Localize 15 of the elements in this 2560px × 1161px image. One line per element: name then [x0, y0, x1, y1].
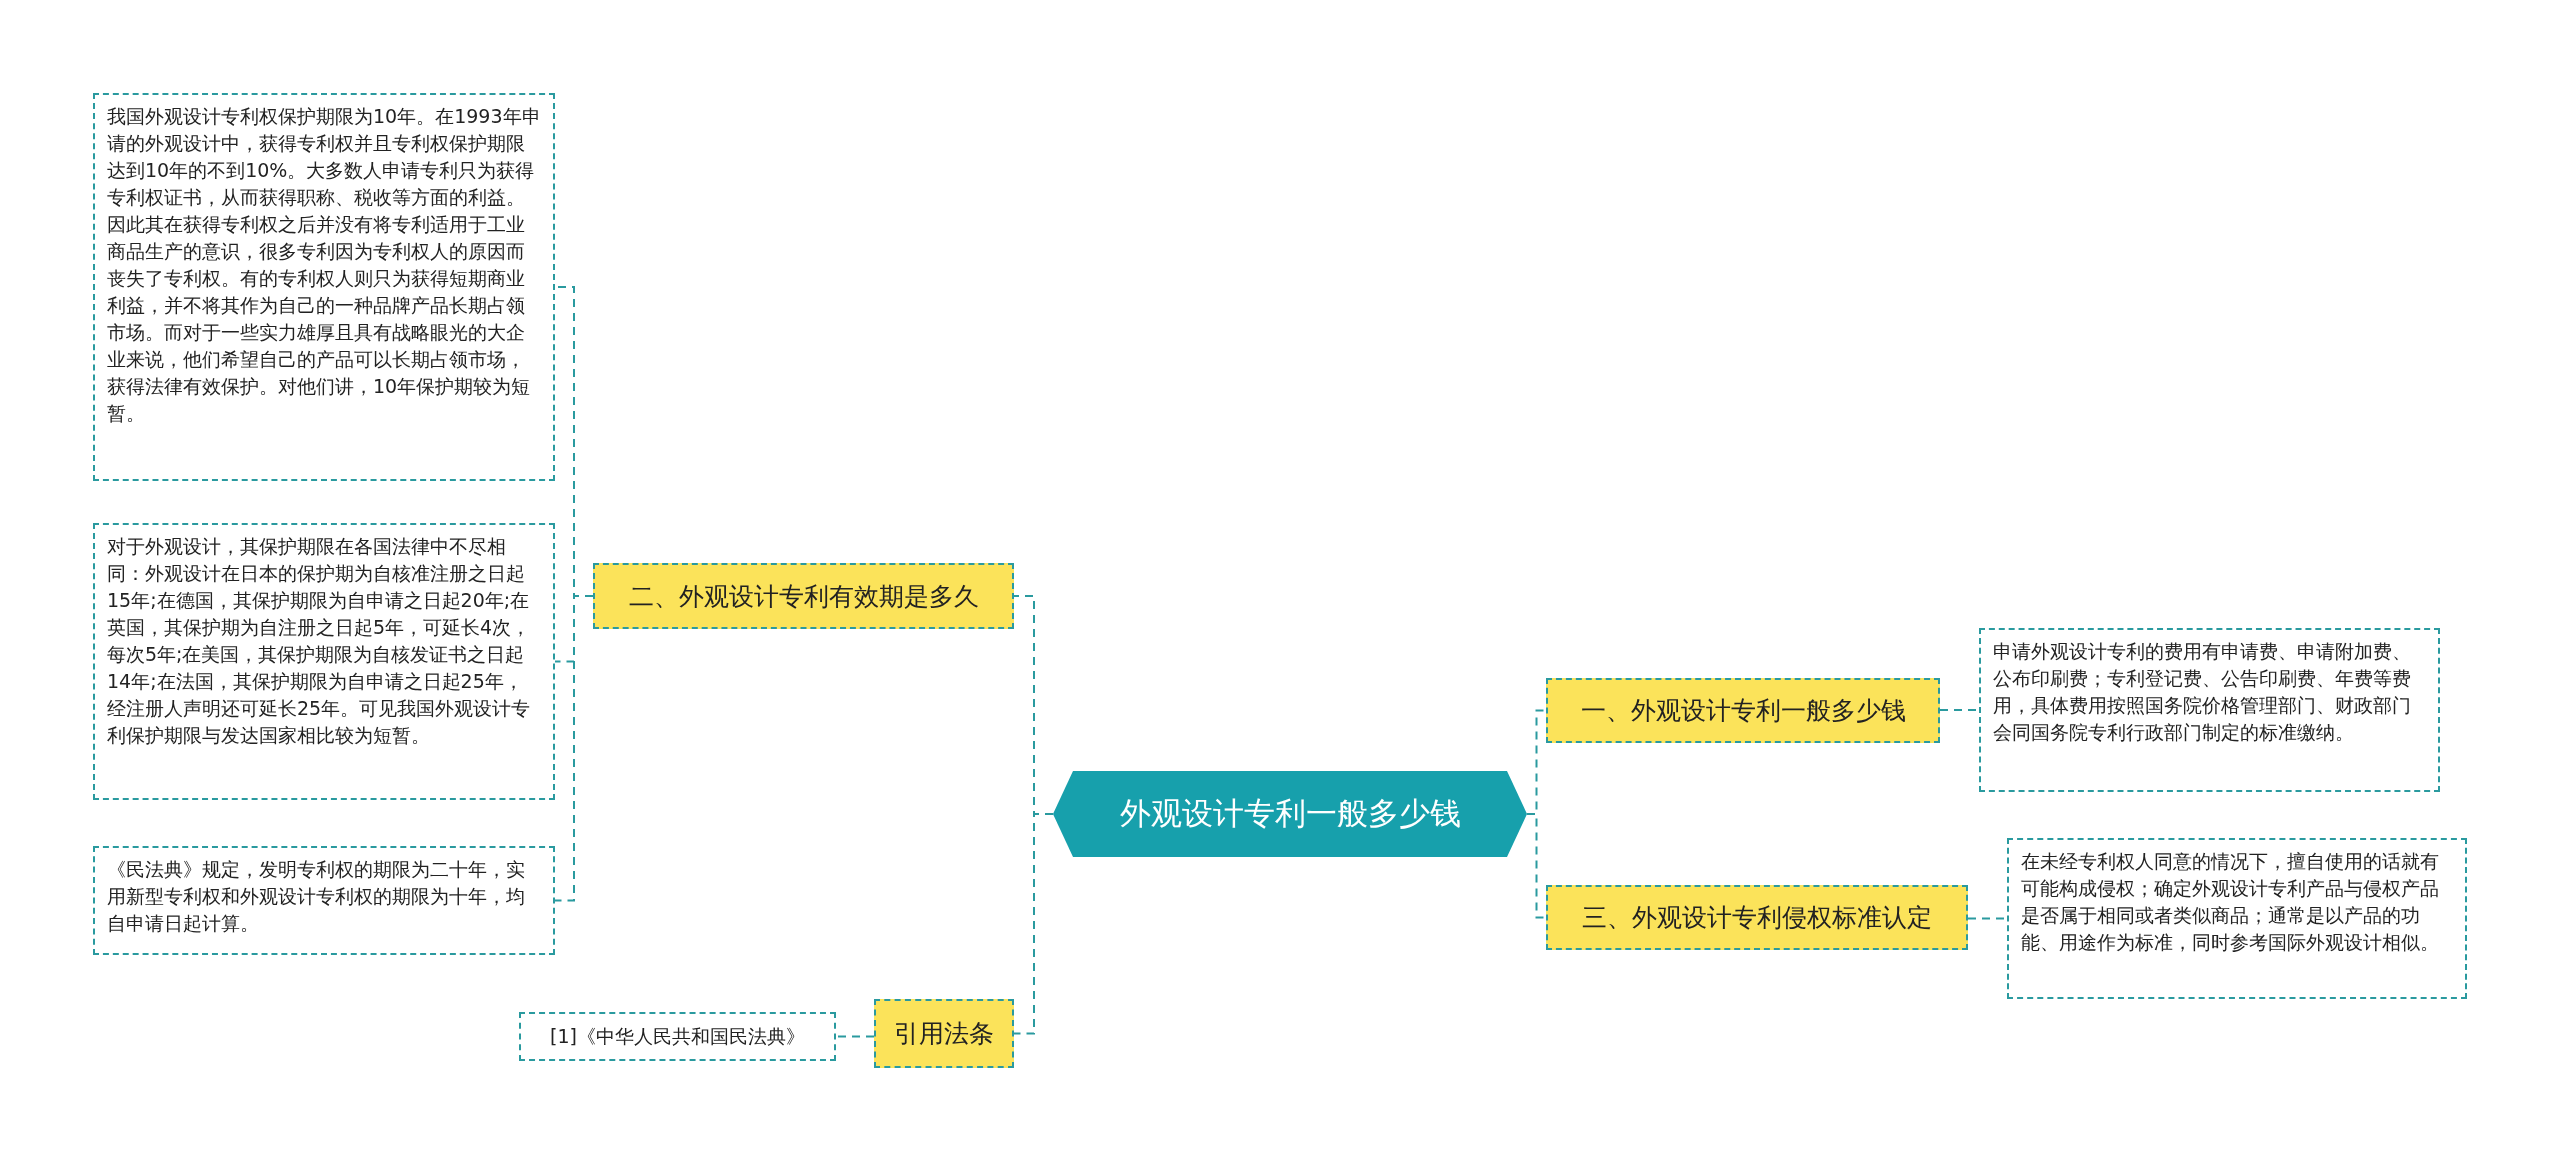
topic-box: 三、外观设计专利侵权标准认定: [1546, 885, 1968, 950]
topic-box: 二、外观设计专利有效期是多久: [593, 563, 1014, 629]
topic-box: 一、外观设计专利一般多少钱: [1546, 678, 1940, 743]
note-box: 申请外观设计专利的费用有申请费、申请附加费、公布印刷费；专利登记费、公告印刷费、年费等费用，具体费用按照国务院价格管理部门、财政部门会同国务院专利行政部门制定的标准缴纳。: [1979, 628, 2440, 792]
note-box: 我国外观设计专利权保护期限为10年。在1993年申请的外观设计中，获得专利权并且专利权保护期限达到10年的不到10%。大多数人申请专利只为获得专利权证书，从而获得职称、税收等方面的利益。因此其在获得专利权之后并没有将专利适用于工业商品生产的意识，很多专利因为专利权人的原因而丧失了专利权。有的专利权人则只为获得短期商业利益，并不将其作为自己的一种品牌产品长期占领市场。而对于一些实力雄厚且具有战略眼光的大企业来说，他们希望自己的产品可以长期占领市场，获得法律有效保护。对他们讲，10年保护期较为短暂。: [93, 93, 555, 481]
note-box: 《民法典》规定，发明专利权的期限为二十年，实用新型专利权和外观设计专利权的期限为十年，均自申请日起计算。: [93, 846, 555, 955]
topic-box: 引用法条: [874, 999, 1014, 1068]
connector-line: [835, 1035, 875, 1038]
note-box: 在未经专利权人同意的情况下，擅自使用的话就有可能构成侵权；确定外观设计专利产品与侵权产品是否属于相同或者类似商品；通常是以产品的功能、用途作为标准，同时参考国际外观设计相似。: [2007, 838, 2467, 999]
central-topic: 外观设计专利一般多少钱: [1053, 771, 1527, 857]
connector-line: [1013, 813, 1054, 1035]
connector-line: [1526, 813, 1547, 919]
connector-line: [554, 595, 594, 902]
note-box: 对于外观设计，其保护期限在各国法律中不尽相同：外观设计在日本的保护期为自核准注册之日起15年;在德国，其保护期限为自申请之日起20年;在英国，其保护期为自注册之日起5年，可延长4次，每次5年;在美国，其保护期限为自核发证书之日起14年;在法国，其保护期限为自申请之日起25年，经注册人声明还可延长25年。可见我国外观设计专利保护期限与发达国家相比较为短暂。: [93, 523, 555, 800]
note-box: [1]《中华人民共和国民法典》: [519, 1012, 836, 1061]
